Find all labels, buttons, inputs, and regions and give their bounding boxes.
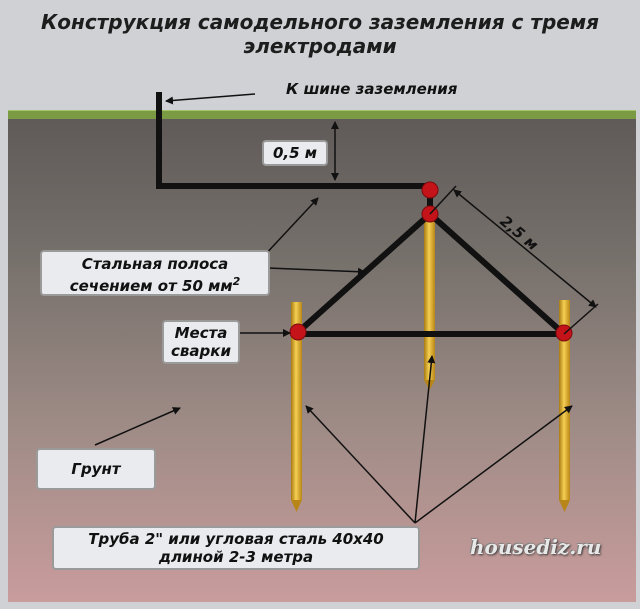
strip-label-text: сечением от 50 мм <box>69 277 233 295</box>
pipe-label-line-1: Труба 2" или угловая сталь 40х40 <box>88 530 384 548</box>
title-line-1: Конструкция самодельного заземления с тр… <box>40 10 600 34</box>
weld-label-line-2: сварки <box>171 342 231 360</box>
side-dimension <box>429 185 599 335</box>
electrode-right <box>559 300 570 512</box>
steel-strip <box>156 92 569 339</box>
title-line-2: электродами <box>243 34 397 58</box>
strip-label: Стальная полоса сечением от 50 мм2 <box>40 250 270 296</box>
pipe-label: Труба 2" или угловая сталь 40х40 длиной … <box>52 526 420 570</box>
strip-label-line-2: сечением от 50 мм2 <box>42 273 268 295</box>
electrode-center <box>424 218 435 390</box>
watermark-logo: housediz.ru <box>470 535 602 559</box>
diagram-title: Конструкция самодельного заземления с тр… <box>0 10 640 58</box>
pipe-label-line-2: длиной 2-3 метра <box>158 548 314 566</box>
electrode-left <box>291 302 302 512</box>
weld-label: Места сварки <box>162 320 240 364</box>
leader-arrows <box>94 93 573 524</box>
strip-label-superscript: 2 <box>232 275 241 288</box>
ground-surface <box>8 110 636 119</box>
strip-label-line-1: Стальная полоса <box>81 255 229 273</box>
bus-label: К шине заземления <box>286 80 458 98</box>
depth-label: 0,5 м <box>262 140 328 166</box>
soil-label: Грунт <box>36 448 156 490</box>
weld-label-line-1: Места <box>174 324 228 342</box>
